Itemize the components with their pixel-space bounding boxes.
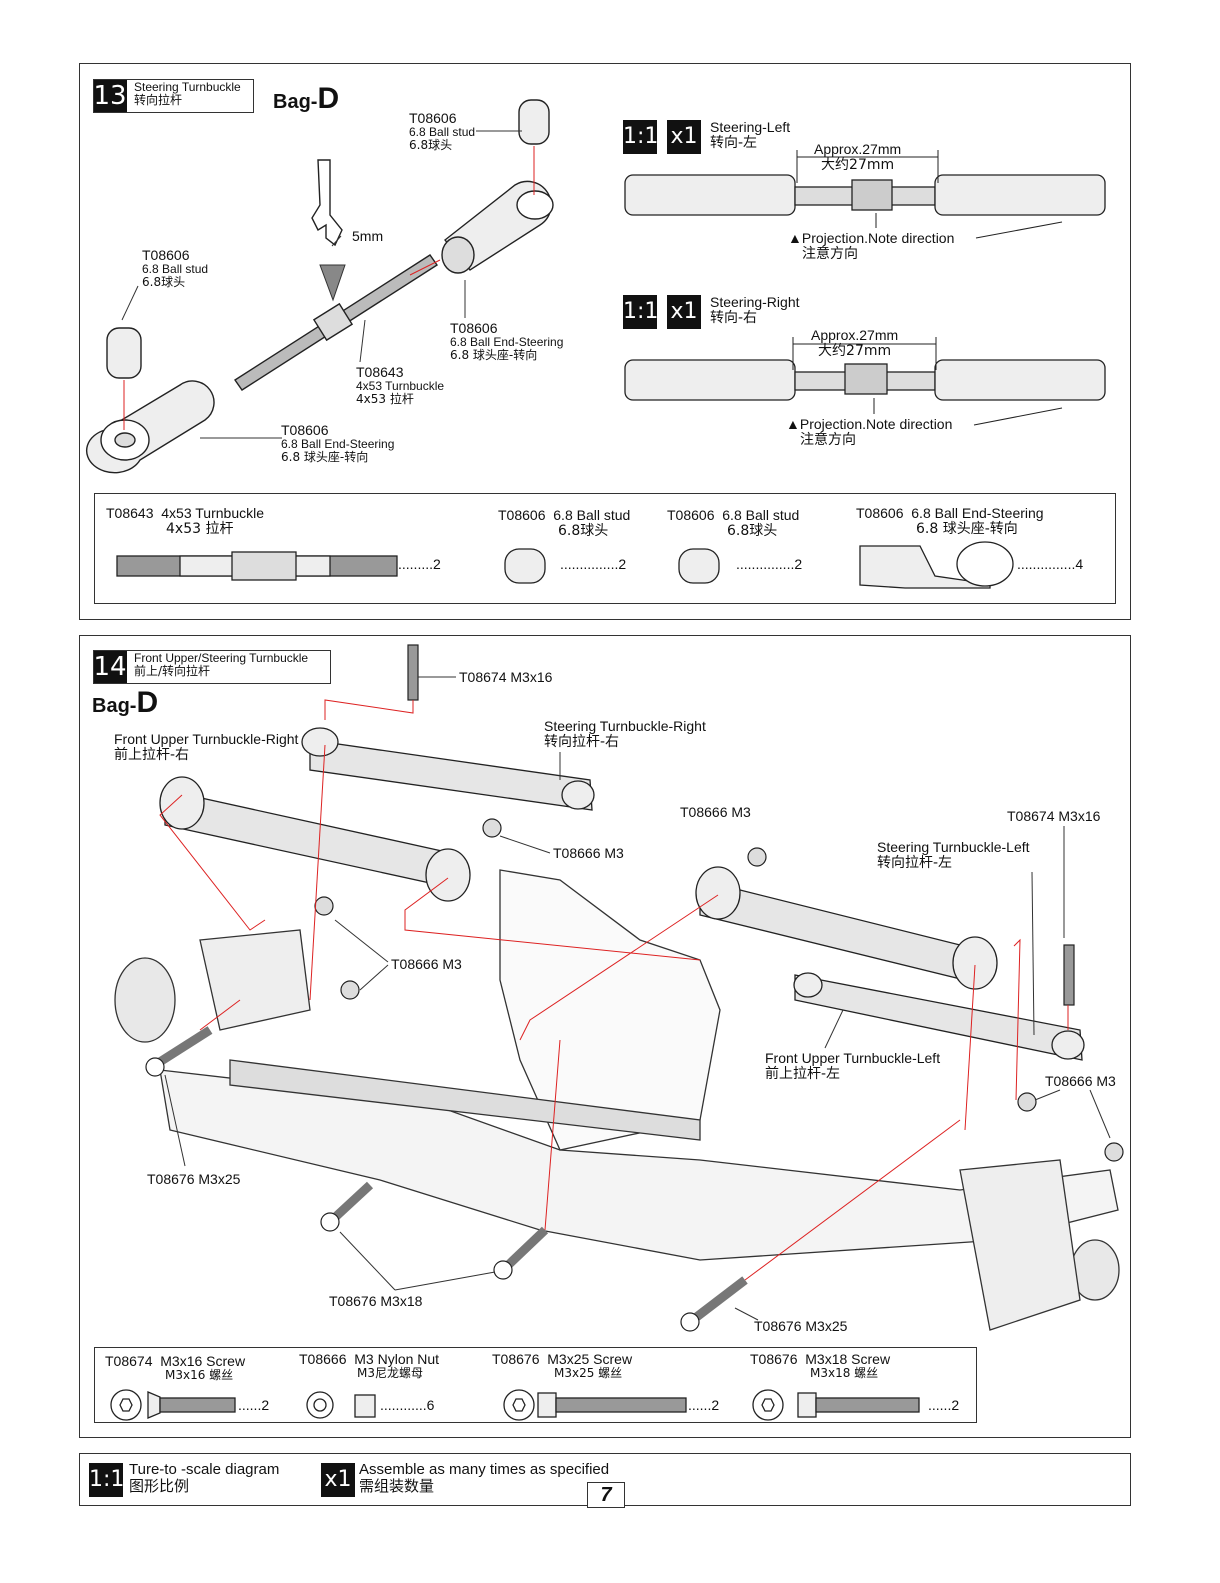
label-nut-d: T08666 M3 — [1045, 1073, 1116, 1089]
part-m3x16-screw: T08674 M3x16 Screw M3x16 螺丝 — [105, 1353, 246, 1382]
callout-ball-stud-top: T08606 6.8 Ball stud 6.8球头 — [409, 110, 476, 152]
wrench-size-label: 5mm — [352, 228, 384, 244]
step-13-parts-box — [94, 493, 1116, 604]
knuckle-left — [199, 929, 311, 1031]
label-nut-a: T08666 M3 — [553, 845, 624, 861]
bag-label: Bag-D — [92, 686, 159, 719]
label-steering-right: Steering Turnbuckle-Right 转向拉杆-右 — [544, 718, 706, 750]
ball-stud-icon — [678, 548, 720, 584]
scale-badge: 1:1 — [623, 295, 658, 329]
ball-stud-icon — [504, 548, 546, 584]
callout-ball-end-right: T08606 6.8 Ball End-Steering 6.8 球头座-转向 — [450, 320, 564, 362]
qty-ball-end: ...............4 — [1017, 556, 1084, 572]
label-screw-m3x25-b: T08676 M3x25 — [754, 1318, 848, 1334]
qty-m3x18: ......2 — [928, 1397, 960, 1413]
step-title: Front Upper/Steering Turnbuckle 前上/转向拉杆 — [93, 650, 331, 684]
nut-side-icon — [354, 1394, 376, 1418]
bag-label: Bag-D — [273, 82, 340, 115]
page-number: 7 — [587, 1482, 625, 1508]
callout-ball-end-bottom: T08606 6.8 Ball End-Steering 6.8 球头座-转向 — [281, 422, 395, 464]
ball-stud-icon — [106, 327, 142, 379]
label-front-upper-left: Front Upper Turnbuckle-Left 前上拉杆-左 — [765, 1050, 941, 1082]
label-nut-b: T08666 M3 — [680, 804, 751, 820]
part-turnbuckle: T08643 4x53 Turnbuckle 4x53 拉杆 — [106, 505, 264, 537]
label-front-upper-right: Front Upper Turnbuckle-Right 前上拉杆-右 — [114, 731, 299, 763]
nut-icon — [747, 847, 767, 867]
steering-turnbuckle-right — [309, 739, 593, 811]
qty-ball-stud-a: ...............2 — [560, 556, 627, 572]
nut-icon — [1017, 1092, 1037, 1112]
nut-icon — [1104, 1142, 1124, 1162]
step-number: 13 — [93, 79, 127, 113]
qty-m3-nut: ............6 — [380, 1397, 435, 1413]
label-nut-c: T08666 M3 — [391, 956, 462, 972]
qty-m3x16: ......2 — [238, 1397, 270, 1413]
screw-icon — [1063, 944, 1075, 1006]
callout-turnbuckle: T08643 4x53 Turnbuckle 4x53 拉杆 — [356, 364, 445, 406]
wrench-icon — [311, 159, 343, 247]
nut-icon — [340, 980, 360, 1000]
front-upper-turnbuckle-left — [794, 974, 1083, 1061]
qty-m3x25: ......2 — [688, 1397, 720, 1413]
approx-length-label: Approx.27mm 大约27mm — [811, 327, 899, 359]
qty-badge: x1 — [667, 295, 701, 329]
qty-turnbuckle: .........2 — [398, 556, 441, 572]
projection-note: ▲Projection.Note direction 注意方向 — [786, 416, 953, 448]
qty-ball-stud-b: ...............2 — [736, 556, 803, 572]
bulkhead — [499, 869, 721, 1151]
step-14-parts-box — [94, 1347, 977, 1423]
legend-scale-text: Ture-to -scale diagram 图形比例 — [129, 1461, 280, 1495]
legend-scale-badge: 1:1 — [89, 1463, 124, 1497]
label-screw-right: T08674 M3x16 — [1007, 808, 1101, 824]
part-m3x18-screw: T08676 M3x18 Screw M3x18 螺丝 — [750, 1351, 891, 1380]
step-title-en: Front Upper/Steering Turnbuckle — [134, 651, 309, 665]
step-title-cn: 前上/转向拉杆 — [134, 664, 211, 678]
hub-left — [114, 957, 176, 1043]
step-title-en: Steering Turnbuckle — [134, 80, 241, 94]
part-ball-end: T08606 6.8 Ball End-Steering 6.8 球头座-转向 — [856, 505, 1044, 537]
legend-qty-badge: x1 — [321, 1463, 355, 1497]
knuckle-right — [959, 1159, 1081, 1331]
label-screw-top: T08674 M3x16 — [459, 669, 553, 685]
approx-length-label: Approx.27mm 大约27mm — [814, 141, 902, 173]
label-screw-m3x18: T08676 M3x18 — [329, 1293, 423, 1309]
projection-note: ▲Projection.Note direction 注意方向 — [788, 230, 955, 262]
qty-badge: x1 — [667, 120, 701, 154]
label-screw-m3x25-a: T08676 M3x25 — [147, 1171, 241, 1187]
step-number: 14 — [93, 650, 127, 684]
step-title: Steering Turnbuckle 转向拉杆 — [93, 79, 254, 113]
steering-right-title: Steering-Right 转向-右 — [710, 294, 800, 326]
nut-icon — [482, 818, 502, 838]
part-ball-stud-a: T08606 6.8 Ball stud 6.8球头 — [498, 507, 631, 539]
callout-ball-stud-left: T08606 6.8 Ball stud 6.8球头 — [142, 247, 209, 289]
step-13-panel — [79, 63, 1131, 620]
ball-stud-icon — [518, 99, 550, 145]
nut-icon — [314, 896, 334, 916]
legend-qty-text: Assemble as many times as specified 需组装数… — [359, 1461, 610, 1495]
part-m3-nylon-nut: T08666 M3 Nylon Nut M3尼龙螺母 — [299, 1351, 440, 1380]
scale-badge: 1:1 — [623, 120, 658, 154]
part-m3x25-screw: T08676 M3x25 Screw M3x25 螺丝 — [492, 1351, 633, 1380]
steering-left-title: Steering-Left 转向-左 — [710, 119, 791, 151]
part-ball-stud-b: T08606 6.8 Ball stud 6.8球头 — [667, 507, 800, 539]
step-title-cn: 转向拉杆 — [134, 93, 183, 107]
label-steering-left: Steering Turnbuckle-Left 转向拉杆-左 — [877, 839, 1030, 871]
